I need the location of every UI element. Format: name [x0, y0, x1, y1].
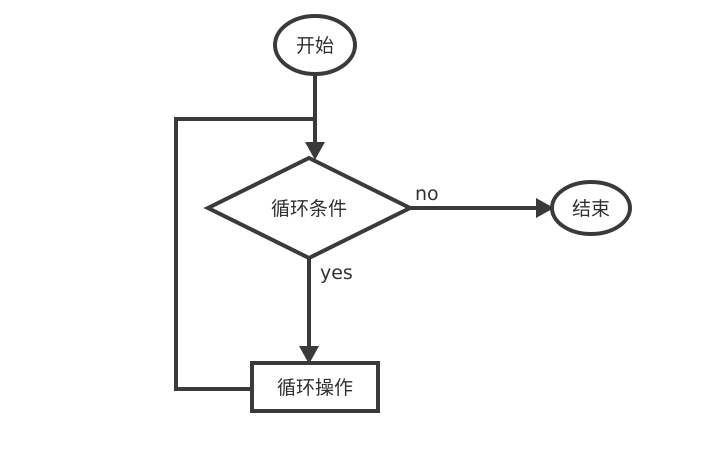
condition-to-operation-arrowhead [299, 346, 319, 364]
condition-label: 循环条件 [271, 198, 347, 220]
edge-start-to-condition [305, 74, 325, 160]
edge-condition-to-end [410, 198, 554, 218]
end-ellipse-shape[interactable] [550, 180, 632, 236]
node-end[interactable]: 结束 [550, 180, 632, 236]
start-to-condition-arrowhead [305, 142, 325, 160]
operation-label: 循环操作 [277, 377, 353, 399]
operation-rect-shape[interactable] [250, 361, 380, 413]
condition-to-end-arrowhead [536, 198, 554, 218]
start-ellipse-shape[interactable] [273, 14, 357, 76]
edge-operation-to-condition-loopback [174, 117, 317, 391]
start-label: 开始 [296, 35, 334, 57]
loopback-path [174, 117, 317, 391]
condition-diamond-shape[interactable] [203, 155, 415, 261]
node-operation[interactable]: 循环操作 [250, 361, 380, 413]
node-condition[interactable]: 循环条件 [203, 155, 415, 261]
edge-label-yes: yes [320, 262, 353, 284]
node-start[interactable]: 开始 [273, 14, 357, 76]
edge-condition-to-operation [299, 258, 319, 364]
edge-label-no: no [415, 183, 439, 205]
end-label: 结束 [572, 198, 610, 220]
